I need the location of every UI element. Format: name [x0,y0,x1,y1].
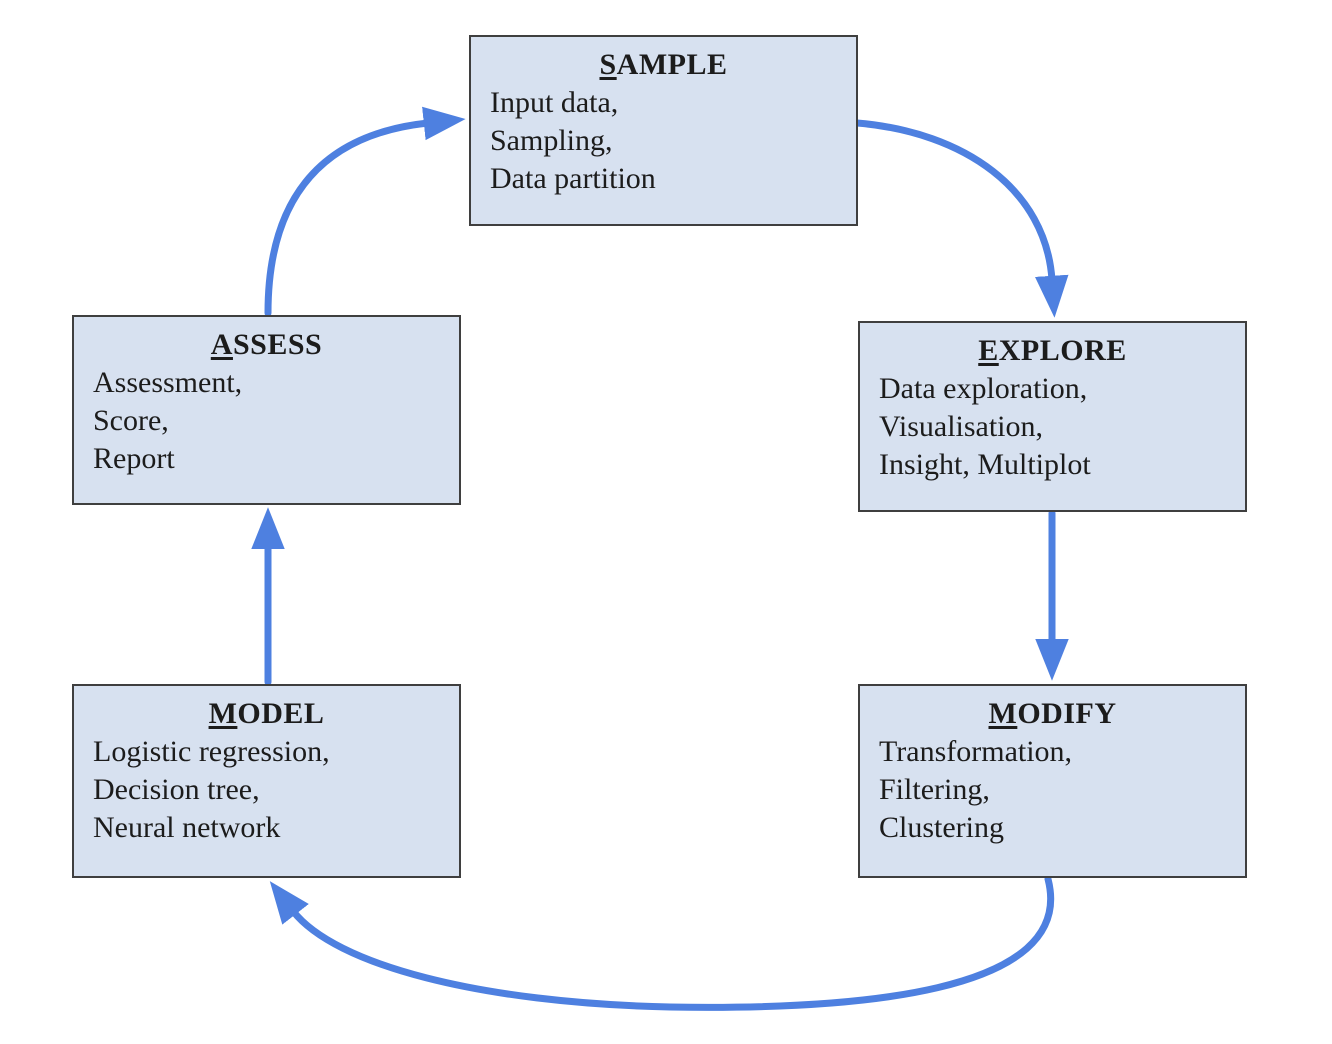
box-sample: SAMPLE Input data, Sampling, Data partit… [469,35,858,226]
box-explore-line: Visualisation, [879,410,1044,443]
box-modify-line: Clustering [879,811,1004,844]
box-explore-line: Insight, Multiplot [879,448,1091,481]
arrow-sample-to-explore [853,119,1069,318]
arrow-modify-to-model [269,875,1054,1011]
box-explore-line: Data exploration, [879,372,1088,405]
box-assess-line: Report [93,442,175,475]
box-modify-line: Filtering, [879,773,990,806]
box-explore-title: EXPLORE [978,334,1127,367]
box-assess-line: Assessment, [93,366,243,399]
box-explore: EXPLORE Data exploration, Visualisation,… [858,321,1247,512]
box-sample-line: Sampling, [490,124,613,157]
box-assess: ASSESS Assessment, Score, Report [72,315,461,505]
box-model-line: Logistic regression, [93,735,330,768]
box-model-line: Neural network [93,811,281,844]
box-model: MODEL Logistic regression, Decision tree… [72,684,461,878]
box-modify-title: MODIFY [988,697,1117,730]
box-sample-line: Input data, [490,86,619,119]
box-assess-line: Score, [93,404,169,437]
arrow-assess-to-sample [264,106,466,317]
box-model-title: MODEL [208,697,325,730]
box-assess-title: ASSESS [210,328,323,361]
box-model-line: Decision tree, [93,773,260,806]
box-modify-line: Transformation, [879,735,1073,768]
box-sample-line: Data partition [490,162,656,195]
box-sample-title: SAMPLE [599,48,728,81]
box-modify: MODIFY Transformation, Filtering, Cluste… [858,684,1247,878]
